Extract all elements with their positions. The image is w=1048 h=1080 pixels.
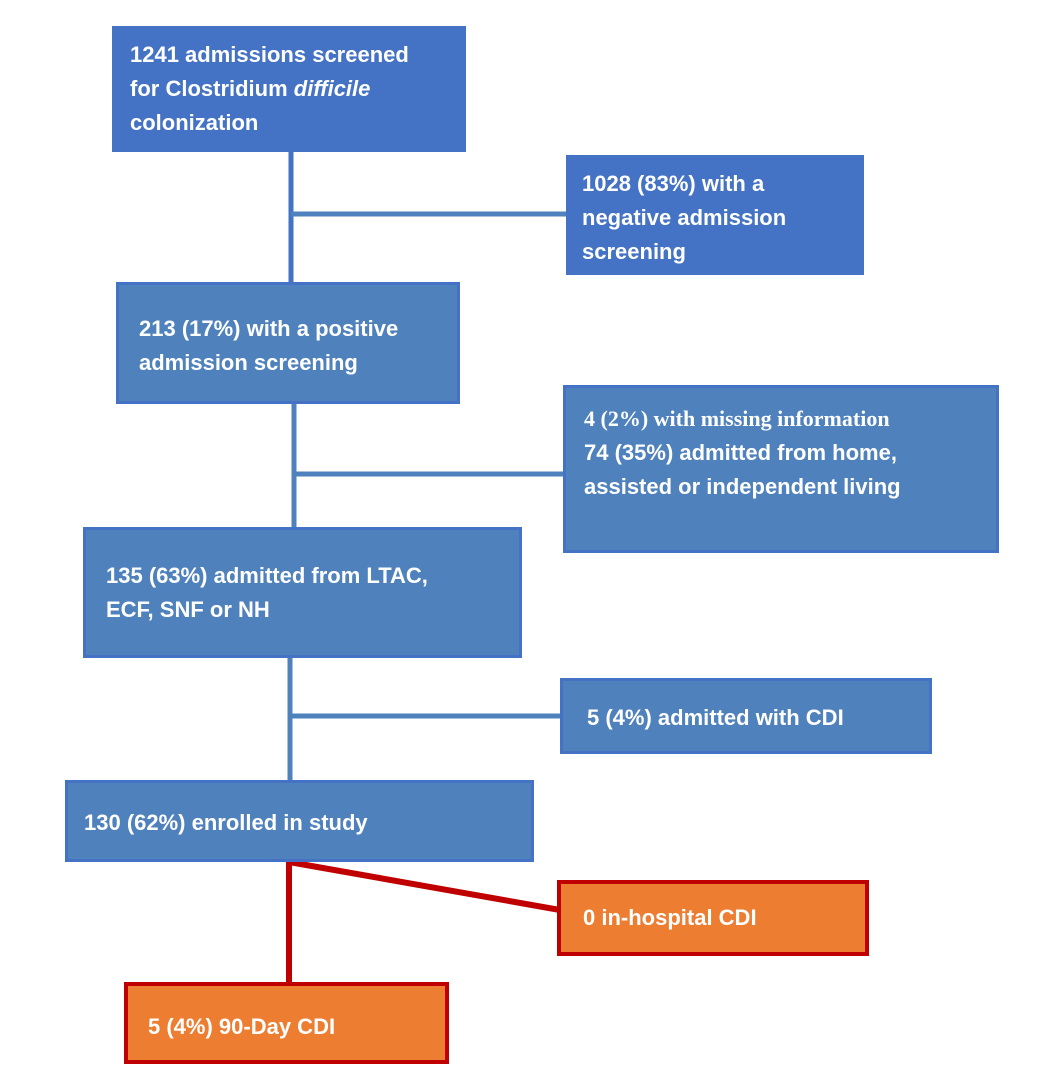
excluded-home-line2: assisted or independent living: [584, 474, 901, 499]
admitted-cdi-text: 5 (4%) admitted with CDI: [587, 705, 844, 730]
ninety-day-box: 5 (4%) 90-Day CDI: [124, 982, 449, 1064]
in-hospital-text: 0 in-hospital CDI: [583, 905, 757, 930]
excluded-missing-line: 4 (2%) with missing information: [584, 406, 890, 431]
screened-box: 1241 admissions screened for Clostridium…: [112, 26, 466, 152]
ltac-box: 135 (63%) admitted from LTAC, ECF, SNF o…: [83, 527, 522, 658]
screened-line2: for Clostridium difficile: [130, 72, 466, 106]
ltac-line2: ECF, SNF or NH: [106, 597, 270, 622]
screened-line2-prefix: for Clostridium: [130, 76, 294, 101]
ltac-line1: 135 (63%) admitted from LTAC,: [106, 563, 428, 588]
negative-line1: 1028 (83%) with a: [582, 171, 765, 196]
negative-box: 1028 (83%) with a negative admission scr…: [566, 155, 864, 275]
excluded-home-box: 4 (2%) with missing information 74 (35%)…: [563, 385, 999, 553]
negative-line3: screening: [582, 239, 686, 264]
screened-line3: colonization: [130, 110, 259, 135]
screened-line2-italic: difficile: [293, 76, 371, 101]
ninety-day-text: 5 (4%) 90-Day CDI: [148, 1014, 336, 1039]
positive-line1: 213 (17%) with a positive: [139, 316, 399, 341]
connector-enrolled-to-inhospital: [288, 859, 561, 913]
excluded-home-line1: 74 (35%) admitted from home,: [584, 440, 897, 465]
enrolled-box: 130 (62%) enrolled in study: [65, 780, 534, 862]
admitted-cdi-box: 5 (4%) admitted with CDI: [560, 678, 932, 754]
positive-line2: admission screening: [139, 350, 358, 375]
enrolled-text: 130 (62%) enrolled in study: [84, 810, 368, 835]
positive-box: 213 (17%) with a positive admission scre…: [116, 282, 460, 404]
in-hospital-box: 0 in-hospital CDI: [557, 880, 869, 956]
negative-line2: negative admission: [582, 205, 787, 230]
screened-line1: 1241 admissions screened: [130, 42, 409, 67]
